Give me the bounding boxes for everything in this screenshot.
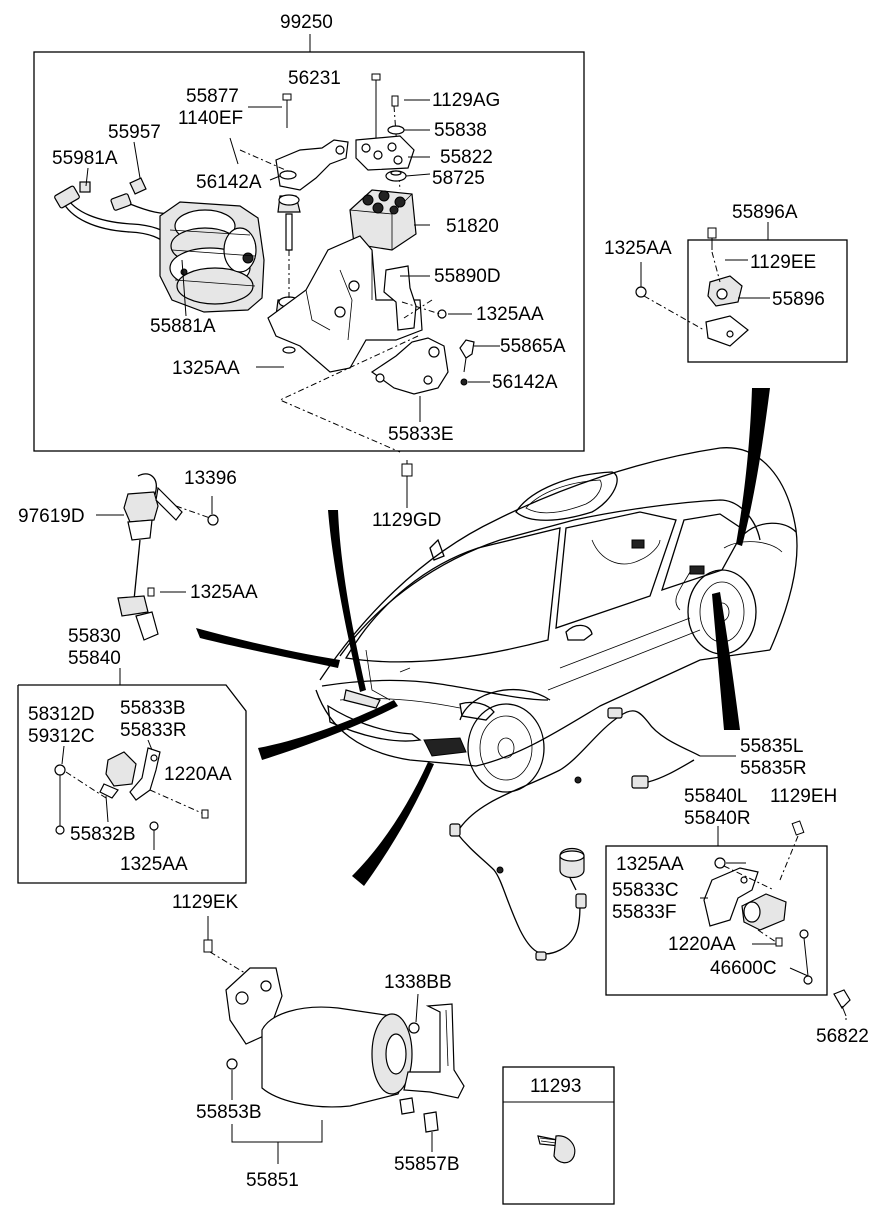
wiring-harness-55835	[449, 707, 736, 961]
label-55833F: 55833F	[612, 902, 676, 923]
label-55838: 55838	[434, 120, 487, 141]
sensor-link-right-parts	[703, 820, 851, 1017]
label-1325AA-mid: 1325AA	[190, 582, 258, 603]
sensor-55896-parts	[635, 227, 749, 347]
car-illustration	[315, 447, 798, 793]
label-1325AA-rbox: 1325AA	[616, 854, 684, 875]
label-13396: 13396	[184, 468, 237, 489]
label-56822: 56822	[816, 1026, 869, 1047]
label-55835R: 55835R	[740, 758, 807, 779]
box-55896A	[687, 239, 848, 363]
label-1129GD: 1129GD	[372, 510, 441, 531]
label-55896: 55896	[772, 289, 825, 310]
part-labels: 99250 56231 55877 1129AG 1140EF 55838 55…	[18, 12, 869, 1191]
label-46600C: 46600C	[710, 958, 777, 979]
label-1220AA-right: 1220AA	[668, 934, 736, 955]
valve-block-assembly	[229, 73, 475, 453]
label-55830: 55830	[68, 626, 121, 647]
label-56231: 56231	[288, 68, 341, 89]
label-55981A: 55981A	[52, 148, 118, 169]
label-51820: 51820	[446, 216, 499, 237]
label-55833E: 55833E	[388, 424, 454, 445]
callout-pointers	[196, 388, 770, 886]
label-1129EH: 1129EH	[770, 786, 837, 807]
air-compressor-assembly	[54, 177, 265, 313]
label-1140EF: 1140EF	[178, 108, 243, 129]
label-1129EE: 1129EE	[750, 252, 816, 273]
label-1338BB: 1338BB	[384, 972, 452, 993]
label-1220AA-left: 1220AA	[164, 764, 232, 785]
label-1325AA-box2: 1325AA	[172, 358, 240, 379]
label-55865A: 55865A	[500, 336, 566, 357]
label-55840L: 55840L	[684, 786, 747, 807]
label-55957: 55957	[108, 122, 161, 143]
label-59312C: 59312C	[28, 726, 95, 747]
leader-lines	[61, 79, 847, 1164]
label-1325AA-box1: 1325AA	[476, 304, 544, 325]
label-55840R: 55840R	[684, 808, 751, 829]
height-sensor-front-left	[100, 473, 219, 641]
label-1325AA-right: 1325AA	[604, 238, 672, 259]
label-55835L: 55835L	[740, 736, 803, 757]
label-1325AA-left: 1325AA	[120, 854, 188, 875]
label-55881A: 55881A	[150, 316, 216, 337]
label-55833R: 55833R	[120, 720, 187, 741]
label-11293: 11293	[530, 1076, 581, 1097]
label-97619D: 97619D	[18, 506, 85, 527]
label-55822: 55822	[440, 147, 493, 168]
label-55840: 55840	[68, 648, 121, 669]
label-56142A-top: 56142A	[196, 172, 262, 193]
box-55830	[17, 684, 247, 884]
label-56142A-right: 56142A	[492, 372, 558, 393]
label-55896A: 55896A	[732, 202, 798, 223]
label-55853B: 55853B	[196, 1102, 262, 1123]
diagram-boxes	[17, 34, 848, 1205]
label-1129EK: 1129EK	[172, 892, 239, 913]
sensor-link-left-parts	[54, 747, 209, 835]
label-55851: 55851	[246, 1170, 299, 1191]
label-55877: 55877	[186, 86, 239, 107]
label-99250: 99250	[280, 12, 333, 33]
box-55840L	[605, 845, 828, 996]
label-55832B: 55832B	[70, 824, 136, 845]
label-58312D: 58312D	[28, 704, 95, 725]
box-99250	[33, 51, 585, 452]
label-55857B: 55857B	[394, 1154, 460, 1175]
box-11293	[502, 1066, 615, 1205]
label-1129AG: 1129AG	[432, 90, 500, 111]
label-55833C: 55833C	[612, 880, 679, 901]
label-58725: 58725	[432, 168, 485, 189]
air-tank-assembly	[203, 939, 465, 1133]
label-55833B: 55833B	[120, 698, 186, 719]
bolt-11293	[537, 1135, 576, 1164]
label-55890D: 55890D	[434, 266, 501, 287]
